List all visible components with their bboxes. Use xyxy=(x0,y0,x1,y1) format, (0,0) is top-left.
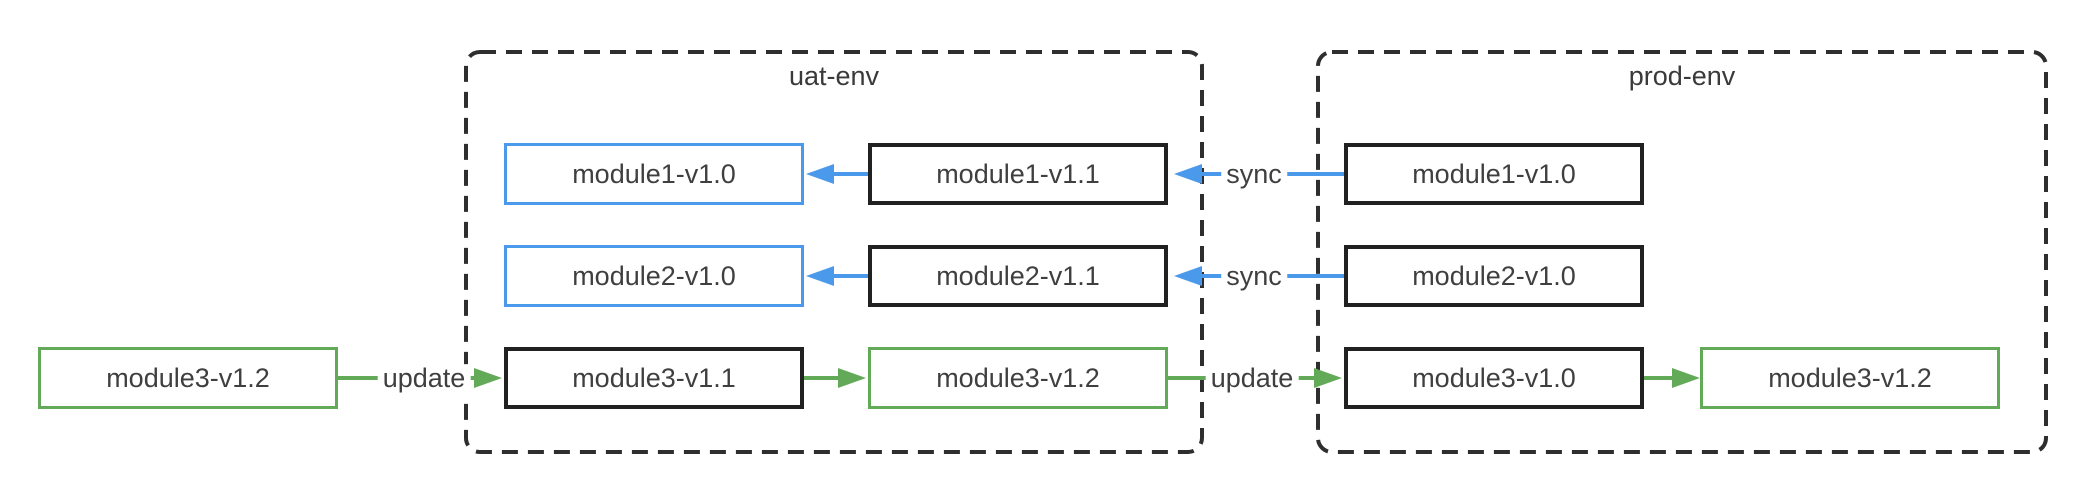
edge-module1-uat-internal-arrow xyxy=(806,164,868,184)
node-uat-module2-v1.0: module2-v1.0 xyxy=(504,245,804,307)
edge-module3-prod-internal-arrow xyxy=(1644,368,1700,388)
edge-label-sync-module1: sync xyxy=(1221,159,1287,190)
edge-label-update-uat-to-prod: update xyxy=(1205,363,1299,394)
uat-env-group-border xyxy=(464,50,1204,454)
node-prod-module3-v1.2: module3-v1.2 xyxy=(1700,347,2000,409)
edge-label-update-external: update xyxy=(377,363,471,394)
edge-label-sync-module2: sync xyxy=(1221,261,1287,292)
node-uat-module3-v1.1: module3-v1.1 xyxy=(504,347,804,409)
node-uat-module3-v1.2: module3-v1.2 xyxy=(868,347,1168,409)
node-uat-module2-v1.1: module2-v1.1 xyxy=(868,245,1168,307)
prod-env-group-border xyxy=(1316,50,2048,454)
edge-module3-uat-internal-arrow xyxy=(804,368,866,388)
node-uat-module1-v1.0: module1-v1.0 xyxy=(504,143,804,205)
uat-env-group-label: uat-env xyxy=(788,61,880,91)
node-external-module3-v1.2: module3-v1.2 xyxy=(38,347,338,409)
prod-env-group-label: prod-env xyxy=(1628,61,1736,91)
node-prod-module2-v1.0: module2-v1.0 xyxy=(1344,245,1644,307)
node-prod-module1-v1.0: module1-v1.0 xyxy=(1344,143,1644,205)
edge-module2-uat-internal-arrow xyxy=(806,266,868,286)
node-prod-module3-v1.0: module3-v1.0 xyxy=(1344,347,1644,409)
node-uat-module1-v1.1: module1-v1.1 xyxy=(868,143,1168,205)
